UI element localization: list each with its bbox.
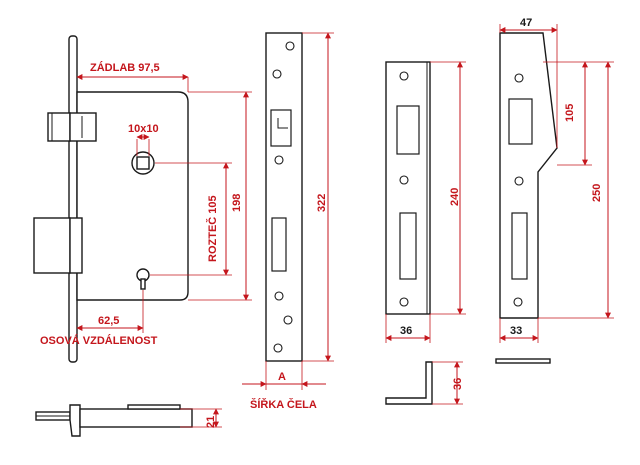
faceplate-screw-hole: [272, 69, 282, 79]
square-size-label: 10x10: [128, 123, 159, 135]
strike-profile-label: 36: [452, 378, 464, 390]
angled-strike-top-width-label: 47: [520, 17, 532, 29]
faceplate-width-caption: ŠÍŘKA ČELA: [250, 398, 317, 411]
strike-plate-straight: 240 36: [385, 61, 466, 343]
strike-straight-width-label: 36: [400, 325, 412, 337]
strike-straight-height-label: 240: [449, 188, 461, 206]
strike-latch-opening: [396, 105, 420, 155]
latch-bolt: [47, 112, 97, 142]
dead-bolt: [33, 217, 83, 274]
angled-strike-bolt-opening: [511, 212, 528, 280]
case-height-label: 198: [231, 194, 243, 212]
angled-strike-latch-opening: [508, 98, 533, 145]
lock-body-side-view: 21: [35, 404, 222, 437]
lock-body-dimensions: 10x10 ZÁDLAB 97,5 ROZTEČ 105 198 62,5 OS…: [40, 61, 252, 347]
strike-bolt-opening: [399, 212, 417, 280]
keyhole: [136, 268, 150, 290]
angled-strike-profile: [495, 358, 551, 364]
strike-plate-angled: 47 105 250 33: [499, 17, 614, 343]
lock-case: [76, 91, 189, 301]
lock-body-front: [33, 35, 189, 363]
faceplate-screw-hole-top: [285, 41, 295, 51]
strike-angle-profile: 36: [385, 361, 464, 405]
lock-forend-strip: [68, 35, 78, 363]
angled-strike-bottom-width-label: 33: [510, 325, 522, 337]
side-depth-label: 21: [205, 416, 217, 428]
axis-distance-label: OSOVÁ VZDÁLENOST: [40, 334, 158, 347]
angled-strike-offset-label: 105: [564, 104, 576, 122]
angled-strike-height-label: 250: [591, 184, 603, 202]
backset-label: ZÁDLAB 97,5: [90, 61, 160, 74]
follower-square-hole: [131, 151, 155, 175]
faceplate: 322 A ŠÍŘKA ČELA: [242, 32, 334, 411]
faceplate-bolt-slot: [271, 217, 287, 272]
faceplate-height-label: 322: [316, 194, 328, 212]
faceplate-width-label: A: [278, 371, 286, 383]
center-distance-label: ROZTEČ 105: [206, 195, 219, 262]
axis-distance-value: 62,5: [98, 315, 119, 327]
